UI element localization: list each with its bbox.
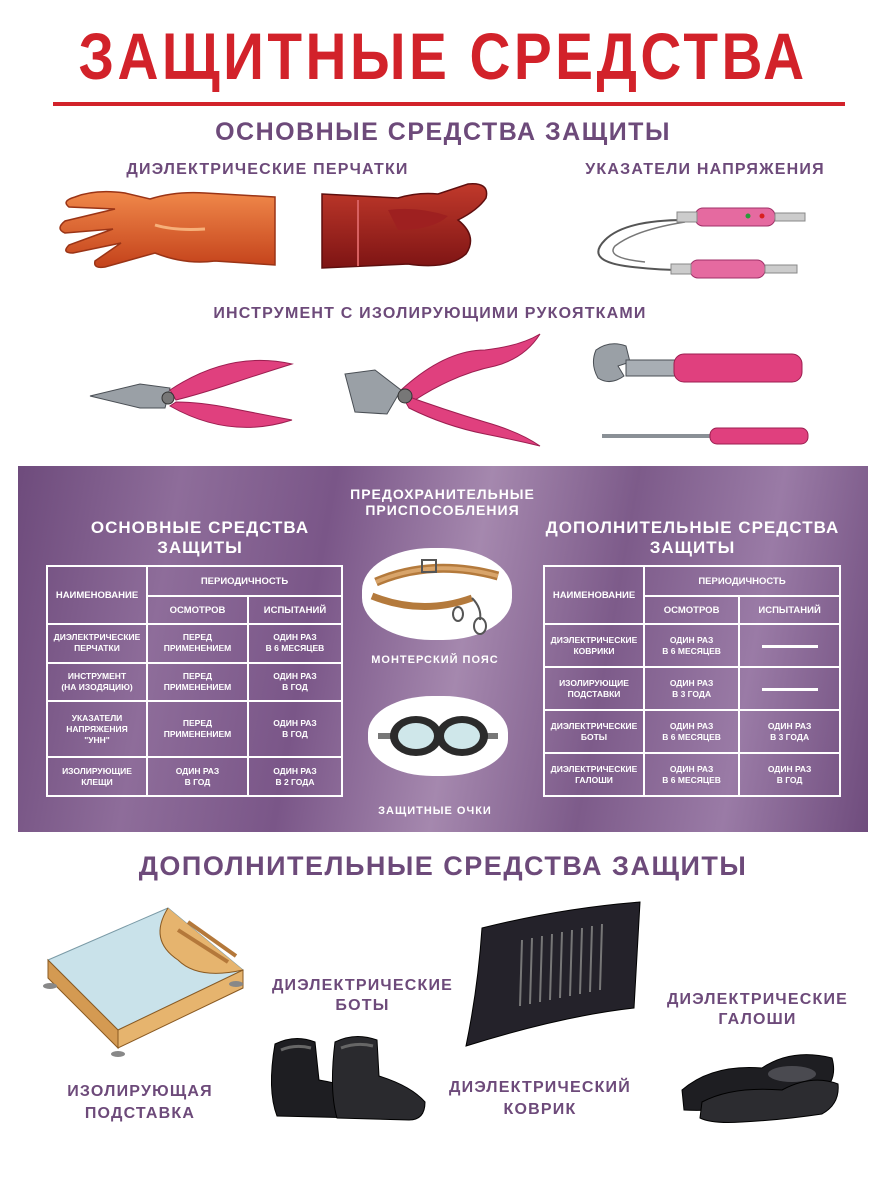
glove-right-icon [318, 180, 493, 275]
poster-title: ЗАЩИТНЫЕ СРЕДСТВА [78, 19, 808, 93]
title-divider [53, 102, 845, 106]
center-heading-line1: ПРЕДОХРАНИТЕЛЬНЫЕ [350, 486, 535, 502]
dielectric-galoshes-icon [672, 1040, 842, 1125]
safety-belt-icon [362, 548, 512, 640]
belt-label: МОНТЕРСКИЙ ПОЯС [371, 654, 499, 666]
right-heading-line2: ЗАЩИТЫ [649, 538, 736, 557]
additional-heading: ДОПОЛНИТЕЛЬНЫЕ СРЕДСТВА ЗАЩИТЫ [138, 851, 748, 881]
row-test-none [738, 623, 841, 668]
mat-label-line1: ДИЭЛЕКТРИЧЕСКИЙ [449, 1079, 631, 1096]
col-name-header: НАИМЕНОВАНИЕ [46, 565, 148, 625]
dash-icon [761, 688, 818, 691]
gloves-label: ДИЭЛЕКТРИЧЕСКИЕ ПЕРЧАТКИ [126, 161, 409, 178]
center-heading-line2: ПРИСПОСОБЛЕНИЯ [365, 502, 520, 518]
boots-label: ДИЭЛЕКТРИЧЕСКИЕ БОТЫ [255, 976, 470, 1016]
pliers-icon [80, 350, 300, 440]
galoshes-label: ДИЭЛЕКТРИЧЕСКИЕ ГАЛОШИ [650, 990, 865, 1030]
col-period-header: ПЕРИОДИЧНОСТЬ [643, 565, 841, 597]
stand-label-line2: ПОДСТАВКА [84, 1105, 196, 1122]
col-inspections-header: ОСМОТРОВ [642, 595, 741, 625]
galoshes-label-line1: ДИЭЛЕКТРИЧЕСКИЕ [666, 991, 849, 1008]
adjustable-wrench-icon [590, 340, 805, 400]
center-heading: ПРЕДОХРАНИТЕЛЬНЫЕ ПРИСПОСОБЛЕНИЯ [330, 486, 555, 518]
right-table-heading: ДОПОЛНИТЕЛЬНЫЕ СРЕДСТВА ЗАЩИТЫ [540, 518, 845, 558]
indicators-label: УКАЗАТЕЛИ НАПРЯЖЕНИЯ [585, 161, 825, 178]
dash-icon [761, 645, 818, 648]
tools-label: ИНСТРУМЕНТ С ИЗОЛИРУЮЩИМИ РУКОЯТКАМИ [213, 305, 647, 322]
left-table-heading: ОСНОВНЫЕ СРЕДСТВА ЗАЩИТЫ [40, 518, 360, 558]
right-heading-line1: ДОПОЛНИТЕЛЬНЫЕ СРЕДСТВА [545, 518, 840, 537]
right-periodicity-table: НАИМЕНОВАНИЕ ПЕРИОДИЧНОСТЬ ОСМОТРОВ ИСПЫ… [543, 565, 841, 797]
stand-label: ИЗОЛИРУЮЩАЯ ПОДСТАВКА [40, 1081, 240, 1125]
left-heading-line1: ОСНОВНЫЕ СРЕДСТВА [90, 518, 310, 537]
col-inspections-header: ОСМОТРОВ [146, 595, 249, 625]
goggles-icon [368, 696, 508, 776]
glove-left-icon [55, 185, 280, 275]
col-period-header: ПЕРИОДИЧНОСТЬ [146, 565, 343, 597]
left-heading-line2: ЗАЩИТЫ [157, 538, 243, 557]
dielectric-boots-icon [265, 1030, 430, 1125]
main-heading: ОСНОВНЫЕ СРЕДСТВА ЗАЩИТЫ [215, 118, 671, 146]
galoshes-label-line2: ГАЛОШИ [718, 1011, 797, 1028]
insulating-stand-icon [38, 900, 253, 1060]
stand-label-line1: ИЗОЛИРУЮЩАЯ [67, 1083, 213, 1100]
boots-label-line1: ДИЭЛЕКТРИЧЕСКИЕ [271, 977, 454, 994]
mat-label-line2: КОВРИК [503, 1101, 577, 1118]
voltage-indicator-icon [585, 190, 820, 290]
row-name: ИНСТРУМЕНТ(НА ИЗОДЯЦИЮ) [46, 661, 148, 703]
col-name-header: НАИМЕНОВАНИЕ [543, 565, 645, 625]
combination-pliers-icon [335, 330, 545, 450]
col-tests-header: ИСПЫТАНИЙ [246, 595, 344, 625]
mat-label: ДИЭЛЕКТРИЧЕСКИЙ КОВРИК [430, 1077, 650, 1121]
goggles-label: ЗАЩИТНЫЕ ОЧКИ [378, 805, 492, 817]
col-tests-header: ИСПЫТАНИЙ [738, 595, 841, 625]
boots-label-line2: БОТЫ [335, 997, 390, 1014]
dielectric-mat-icon [462, 898, 652, 1053]
row-test-none [738, 666, 841, 711]
screwdriver-icon [600, 422, 810, 450]
left-periodicity-table: НАИМЕНОВАНИЕ ПЕРИОДИЧНОСТЬ ОСМОТРОВ ИСПЫ… [46, 565, 344, 797]
